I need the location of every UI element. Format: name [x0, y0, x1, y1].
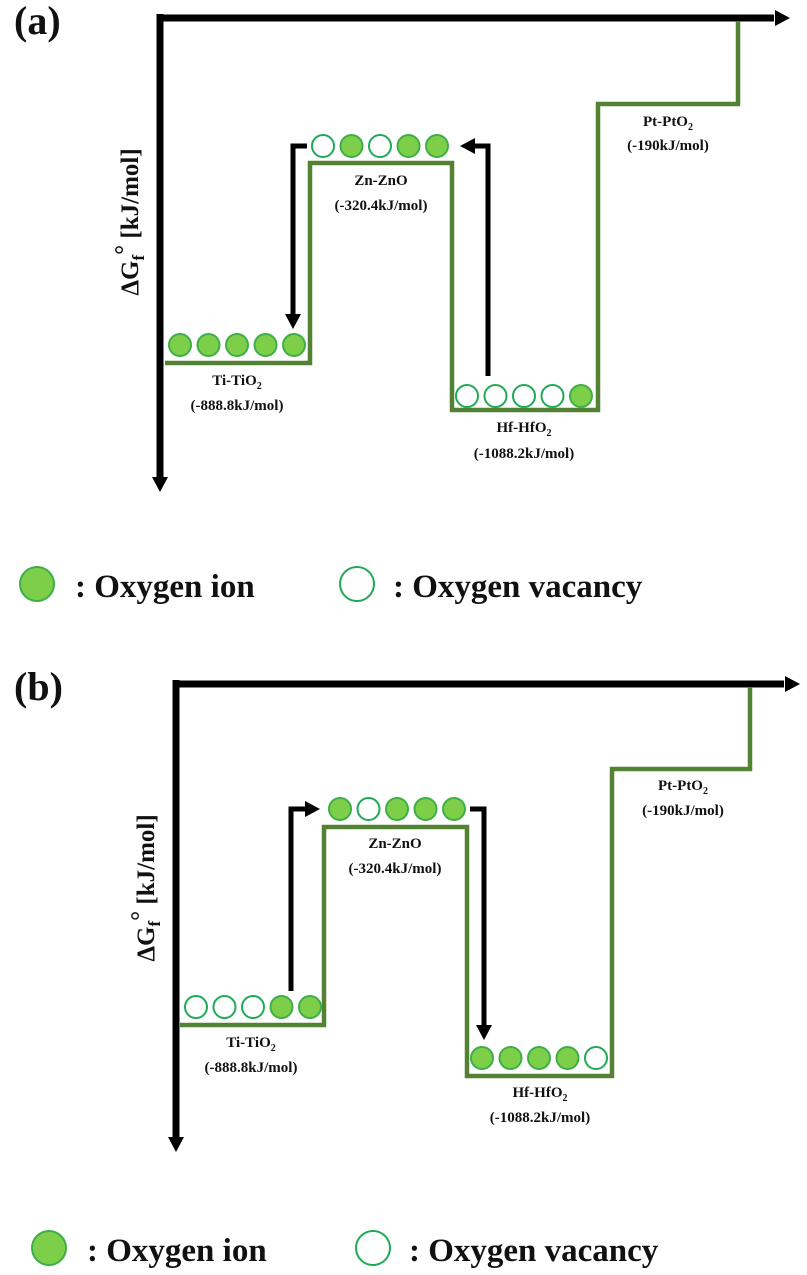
- level-energy-value: (-1088.2kJ/mol): [490, 1110, 590, 1126]
- energy-level-path: [180, 687, 753, 1079]
- legend-vacancy-swatch: [355, 1230, 391, 1266]
- oxygen-ion-circle: [555, 1046, 580, 1070]
- legend-ion-label: : Oxygen ion: [87, 1233, 267, 1269]
- panel-b: (b) ΔGf° [kJ/mol] Ti-TiO2 (-888.8kJ/mol) Zn-…: [14, 664, 800, 1269]
- legend-vacancy-label: : Oxygen vacancy: [409, 1233, 659, 1269]
- arrowhead: [476, 1025, 492, 1040]
- oxygen-ion-circle: [569, 384, 593, 408]
- oxygen-ion-circle: [498, 1046, 523, 1070]
- level-name: Zn-ZnO: [354, 173, 407, 189]
- oxygen-vacancy-circle: [311, 134, 335, 158]
- oxygen-ion-circle: [328, 797, 352, 821]
- y-axis-label: ΔGf° [kJ/mol]: [127, 814, 164, 961]
- oxygen-vacancy-circle: [483, 384, 508, 408]
- oxygen-ion-circle: [385, 797, 409, 821]
- energy-level-path: [165, 21, 741, 413]
- legend-ion-swatch: [31, 1230, 67, 1266]
- level-name: Pt-PtO2: [643, 114, 693, 133]
- oxygen-vacancy-circle: [241, 995, 265, 1019]
- oxygen-vacancy-circle: [455, 384, 479, 408]
- legend: : Oxygen ion : Oxygen vacancy: [31, 1230, 659, 1269]
- level-name: Hf-HfO2: [497, 420, 552, 439]
- oxygen-ion-circle: [396, 134, 421, 158]
- level-energy-value: (-888.8kJ/mol): [191, 398, 284, 414]
- oxygen-ion-circle: [339, 134, 364, 158]
- y-axis-arrowhead: [152, 477, 168, 492]
- level-energy-value: (-320.4kJ/mol): [335, 198, 428, 214]
- oxygen-ion-circle: [269, 995, 294, 1019]
- oxygen-vacancy-circle: [512, 384, 536, 408]
- oxygen-ion-circle: [442, 797, 466, 821]
- level-name: Ti-TiO2: [226, 1035, 275, 1054]
- oxygen-transfer-arrow: [474, 143, 491, 376]
- level-name: Pt-PtO2: [658, 778, 708, 797]
- oxygen-ion-circle: [470, 1046, 494, 1070]
- oxygen-ion-circle: [298, 995, 322, 1019]
- panel-label: (a): [14, 0, 61, 43]
- legend-vacancy-label: : Oxygen vacancy: [393, 569, 643, 605]
- oxygen-ion-circle: [527, 1046, 551, 1070]
- oxygen-ion-circle: [413, 797, 438, 821]
- level-energy-value: (-888.8kJ/mol): [205, 1060, 298, 1076]
- oxygen-ion-circle: [253, 333, 278, 357]
- y-axis-label: ΔGf° [kJ/mol]: [111, 148, 148, 295]
- x-axis-arrowhead: [785, 676, 800, 692]
- oxygen-transfer-arrow: [288, 806, 306, 991]
- arrowhead: [460, 138, 475, 154]
- oxygen-ion-circle: [168, 333, 192, 357]
- oxygen-vacancy-circle: [540, 384, 565, 408]
- oxygen-vacancy-circle: [212, 995, 237, 1019]
- oxygen-vacancy-circle: [584, 1046, 608, 1070]
- oxygen-vacancy-circle: [368, 134, 392, 158]
- legend: : Oxygen ion : Oxygen vacancy: [19, 566, 643, 605]
- oxygen-vacancy-circle: [184, 995, 208, 1019]
- oxygen-ion-circle: [225, 333, 249, 357]
- oxygen-transfer-arrow: [290, 143, 307, 315]
- arrowhead: [305, 801, 320, 817]
- oxygen-vacancy-circle: [356, 797, 381, 821]
- level-energy-value: (-190kJ/mol): [627, 138, 709, 154]
- arrowhead: [285, 314, 301, 329]
- level-name: Ti-TiO2: [212, 373, 261, 392]
- legend-ion-label: : Oxygen ion: [75, 569, 255, 605]
- level-name: Zn-ZnO: [368, 836, 421, 852]
- legend-ion-swatch: [19, 566, 55, 602]
- level-energy-value: (-320.4kJ/mol): [349, 861, 442, 877]
- level-name: Hf-HfO2: [513, 1085, 568, 1104]
- oxygen-ion-circle: [196, 333, 221, 357]
- panel-label: (b): [14, 664, 63, 709]
- y-axis-arrowhead: [168, 1137, 184, 1152]
- oxygen-ion-circle: [282, 333, 306, 357]
- oxygen-ion-circle: [425, 134, 449, 158]
- x-axis-arrowhead: [775, 10, 790, 26]
- legend-vacancy-swatch: [339, 566, 375, 602]
- level-energy-value: (-1088.2kJ/mol): [474, 446, 574, 462]
- panel-a: (a) ΔGf° [kJ/mol] Ti-TiO2 (-888.8kJ/mol) Zn-…: [14, 0, 790, 605]
- oxygen-transfer-arrow: [470, 806, 487, 1026]
- level-energy-value: (-190kJ/mol): [642, 803, 724, 819]
